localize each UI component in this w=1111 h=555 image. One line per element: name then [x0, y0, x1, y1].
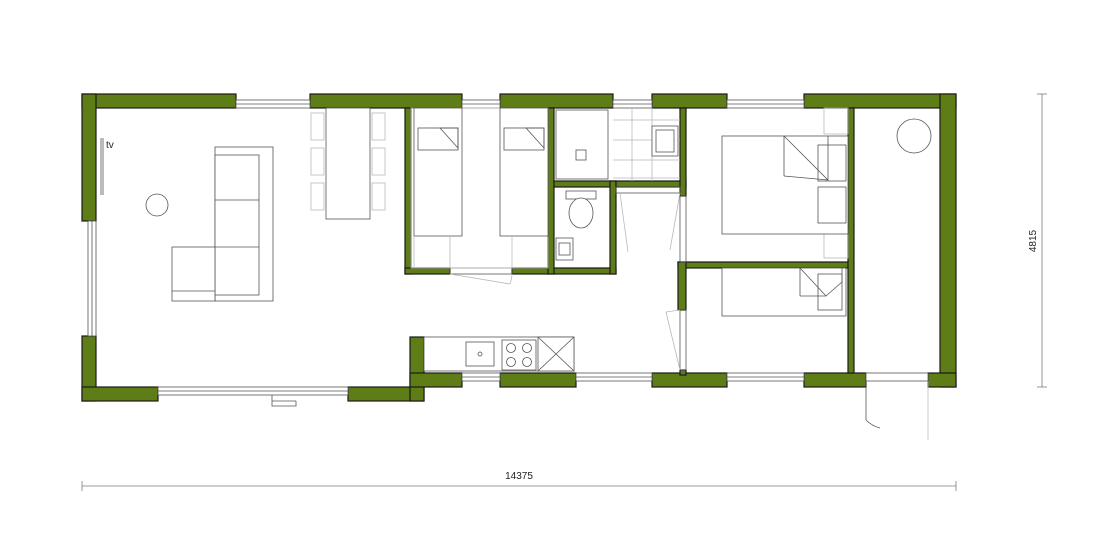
master-bedroom: [721, 107, 849, 259]
side-table: [145, 193, 169, 217]
twin-bedroom: [410, 107, 549, 269]
depth-dimension-label: 4815: [1028, 229, 1039, 252]
bathroom: [555, 108, 680, 261]
double-bed: [721, 135, 849, 235]
interior-walls: [404, 107, 855, 376]
windows: [87, 99, 929, 396]
width-dimension-label: 14375: [505, 471, 533, 482]
dimension-width: 14375: [81, 471, 957, 491]
water-heater: [896, 118, 932, 154]
sofa: [171, 146, 274, 302]
utility-room: [896, 118, 932, 154]
dimension-depth: 4815: [1028, 93, 1047, 388]
cooktop: [501, 339, 537, 371]
living-room: tv: [100, 107, 386, 302]
tv-label: tv: [106, 140, 114, 151]
small-bedroom: [721, 267, 847, 317]
single-bed-right: [499, 107, 549, 268]
single-bed-left: [413, 107, 463, 268]
kitchen-counter: [423, 336, 575, 372]
doors: [271, 186, 929, 440]
shower: [555, 109, 609, 180]
exterior-walls: [81, 93, 957, 402]
toilet: [565, 190, 597, 229]
small-basin: [555, 237, 574, 261]
dining-table: [310, 107, 386, 220]
sink: [465, 341, 495, 367]
